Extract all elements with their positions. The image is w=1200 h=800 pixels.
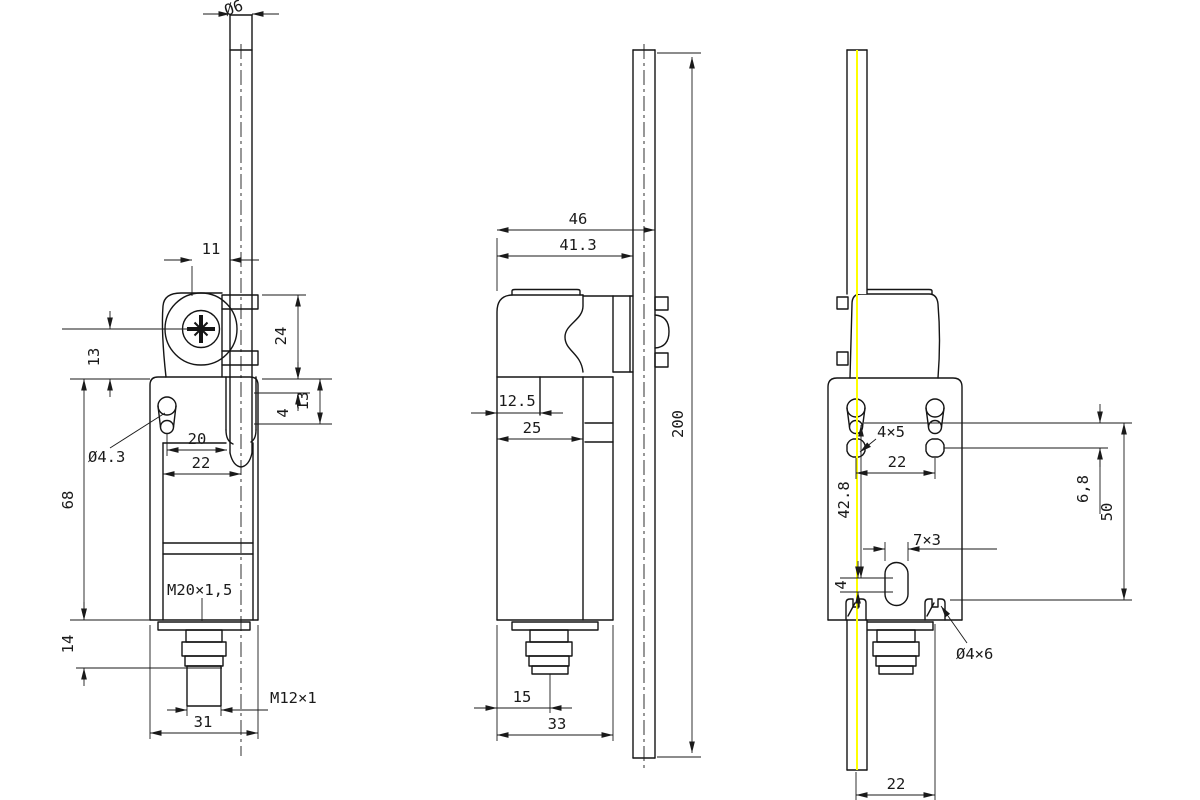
dim-notch-size: Ø4×6: [956, 645, 993, 663]
side-connector: [511, 621, 599, 675]
side-body: [496, 376, 614, 621]
dim-slot-size: 7×3: [913, 531, 941, 549]
dim-screw-to-plate: 13: [85, 348, 103, 367]
rear-view: 4×5 22 42.8 6,8 50 7×3: [827, 49, 1132, 800]
dim-head-depth-to-rod: 41.3: [559, 236, 596, 254]
rear-connector: [866, 621, 934, 675]
dim-rod-to-notch: 22: [887, 775, 906, 793]
rear-head: [849, 293, 941, 379]
side-clamp-tab-lower: [654, 352, 669, 368]
dim-connector-offset: 15: [513, 688, 532, 706]
rear-clamp-tab-lower: [836, 351, 849, 366]
dim-edge-to-rod-center: 22: [192, 454, 211, 472]
dim-rod-length: 200: [669, 410, 687, 438]
rear-rod: [846, 49, 868, 771]
dim-connector-thread: M12×1: [270, 689, 317, 707]
dim-body-depth: 25: [523, 419, 542, 437]
rear-hole-right: [925, 438, 945, 458]
dim-hole-row-gap: 6,8: [1074, 475, 1092, 503]
rear-clamp-tab-upper: [836, 296, 849, 310]
front-connector: [157, 621, 251, 707]
rear-dimensions: 4×5 22 42.8 6,8 50 7×3: [832, 404, 1132, 800]
front-m12-plug: [186, 665, 222, 707]
dim-rod-diameter: Ø6: [222, 0, 246, 20]
side-dimensions: 46 41.3 200 12.5 25 15 33: [471, 52, 701, 758]
rear-body-plate: [827, 288, 963, 621]
dim-head-step: 4: [274, 408, 292, 417]
pozidriv-screw-icon: [187, 315, 215, 343]
dim-hole-to-notch: 50: [1098, 503, 1116, 522]
dim-hole-spacing: 22: [888, 453, 907, 471]
dim-hole-size: 4×5: [877, 423, 905, 441]
dim-slot-diameter: Ø4.3: [88, 448, 125, 466]
dim-base-depth: 33: [548, 715, 567, 733]
rear-keyhole-slot-right: [925, 398, 945, 435]
dim-body-width: 31: [194, 713, 213, 731]
side-view: 46 41.3 200 12.5 25 15 33: [471, 44, 701, 770]
dim-plate-to-rod-tip: 13: [294, 392, 312, 411]
dim-plate-span: 42.8: [835, 481, 853, 518]
dim-plate-height: 68: [59, 491, 77, 510]
dim-head-height: 24: [272, 327, 290, 346]
front-clamp-tab-upper: [221, 294, 259, 310]
front-head: [161, 292, 259, 378]
dim-gland-thread: M20×1,5: [167, 581, 232, 599]
dim-slot-to-rod: 20: [188, 430, 207, 448]
rear-notch-right: [924, 598, 946, 621]
dim-head-depth-full: 46: [569, 210, 588, 228]
dim-clamp-width: 11: [202, 240, 221, 258]
rear-oval-slot: [884, 561, 909, 607]
side-rod: [632, 44, 656, 770]
front-rod: [229, 14, 253, 756]
dim-body-half-depth: 12.5: [498, 392, 535, 410]
side-head: [496, 288, 670, 378]
front-dimensions: Ø6 11 24 4 13 13 68: [59, 0, 332, 739]
side-clamp-knob: [654, 314, 670, 349]
dim-connector-height: 14: [59, 635, 77, 654]
side-clamp-tab-upper: [654, 296, 669, 311]
front-view: Ø6 11 24 4 13 13 68: [59, 0, 332, 756]
dim-slot-offset: 4: [832, 580, 850, 589]
